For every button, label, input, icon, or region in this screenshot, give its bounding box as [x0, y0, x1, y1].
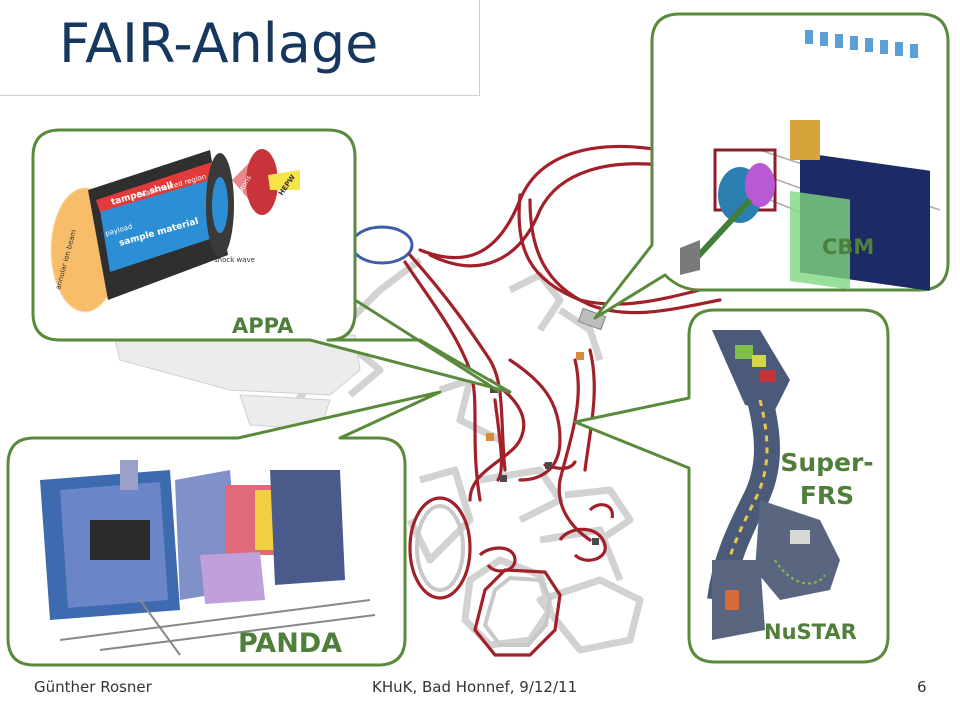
footer-event: KHuK, Bad Honnef, 9/12/11	[372, 678, 578, 696]
target-station	[486, 433, 494, 441]
cbm-trd	[790, 191, 850, 290]
cbm-label: CBM	[822, 235, 875, 259]
collector-ring	[473, 568, 562, 657]
target-station	[500, 475, 507, 482]
building-left-wing-shape	[114, 334, 361, 396]
super-frs-module	[760, 370, 776, 382]
cbm-sts	[745, 163, 775, 207]
panda-target-system	[120, 460, 138, 490]
building-wall	[508, 271, 564, 332]
super-frs-inset-illustration	[707, 330, 840, 640]
hepw-beam	[268, 170, 300, 190]
cbm-cave-marker	[577, 307, 607, 331]
shock-wave-text: shock wave	[214, 256, 255, 264]
nustar-module	[725, 590, 739, 610]
target-station	[576, 352, 584, 360]
beamline	[508, 358, 562, 482]
nustar-ring-track	[774, 559, 826, 585]
super-frs-target-hall	[712, 330, 790, 410]
building-wall	[564, 486, 634, 543]
building-left-wing	[114, 334, 361, 431]
panda-callout	[6, 390, 442, 667]
building-wall	[406, 466, 474, 564]
super-frs-callout	[573, 308, 890, 664]
ring-loop	[558, 527, 607, 562]
beamline	[583, 348, 596, 472]
panda-inner-detector	[90, 520, 150, 560]
panda-emc	[200, 552, 265, 604]
sample-material-core	[100, 176, 222, 272]
beamline	[468, 378, 526, 502]
beamline	[493, 398, 504, 482]
nustar-hall	[755, 500, 840, 600]
super-frs-label-line2: FRS	[799, 481, 855, 510]
nustar-module	[790, 530, 810, 544]
slide-title: FAIR-Anlage	[59, 12, 379, 75]
cbm-inset-illustration	[680, 30, 941, 291]
nustar-label: NuSTAR	[764, 620, 857, 644]
super-frs-label: Super- FRS	[772, 446, 882, 512]
appa-inset-illustration: tamper shell beam-heated region payload …	[51, 149, 300, 312]
building-hall	[461, 556, 554, 649]
beamline	[428, 162, 662, 268]
super-frs-label-line1: Super-	[780, 448, 874, 477]
cbm-callout	[593, 12, 950, 320]
target-station	[592, 538, 599, 545]
building-wall	[479, 466, 564, 524]
panda-label: PANDA	[238, 628, 343, 659]
ring-loop	[478, 546, 517, 573]
building-layout	[287, 257, 644, 654]
sis100-ring	[408, 496, 472, 600]
panda-inset-illustration	[40, 460, 376, 656]
cbm-magnet	[790, 120, 820, 160]
appa-callout: tamper shell beam-heated region payload …	[31, 128, 512, 394]
sis100-ring-inner	[415, 504, 465, 592]
panda-muon-range	[270, 470, 345, 585]
sis18-ring	[350, 225, 414, 265]
beamline	[408, 253, 507, 472]
building-hall	[536, 576, 644, 654]
panda-support-rails	[59, 599, 376, 656]
footer-page-number: 6	[917, 678, 927, 696]
appa-label: APPA	[232, 314, 294, 338]
appa-callout-pointer	[354, 298, 501, 394]
cylinder-end-core	[212, 177, 228, 233]
title-box: FAIR-Anlage	[0, 0, 480, 96]
super-frs-module	[735, 345, 753, 359]
beamline	[557, 358, 592, 542]
ring-loop	[588, 503, 614, 519]
building-wall	[438, 376, 502, 444]
building-wall	[558, 307, 604, 362]
cbm-support	[680, 240, 700, 275]
collector-ring-inner	[482, 575, 553, 647]
super-frs-module	[752, 355, 766, 367]
footer-author: Günther Rosner	[34, 678, 152, 696]
beamlines	[403, 144, 722, 542]
cbm-detector-modules	[805, 30, 918, 58]
building-wall	[539, 526, 624, 582]
storage-rings	[408, 496, 614, 657]
beam-heated-region	[96, 162, 216, 212]
beamline	[528, 198, 722, 315]
proton-cone-end	[246, 149, 278, 215]
target-station	[545, 462, 552, 469]
